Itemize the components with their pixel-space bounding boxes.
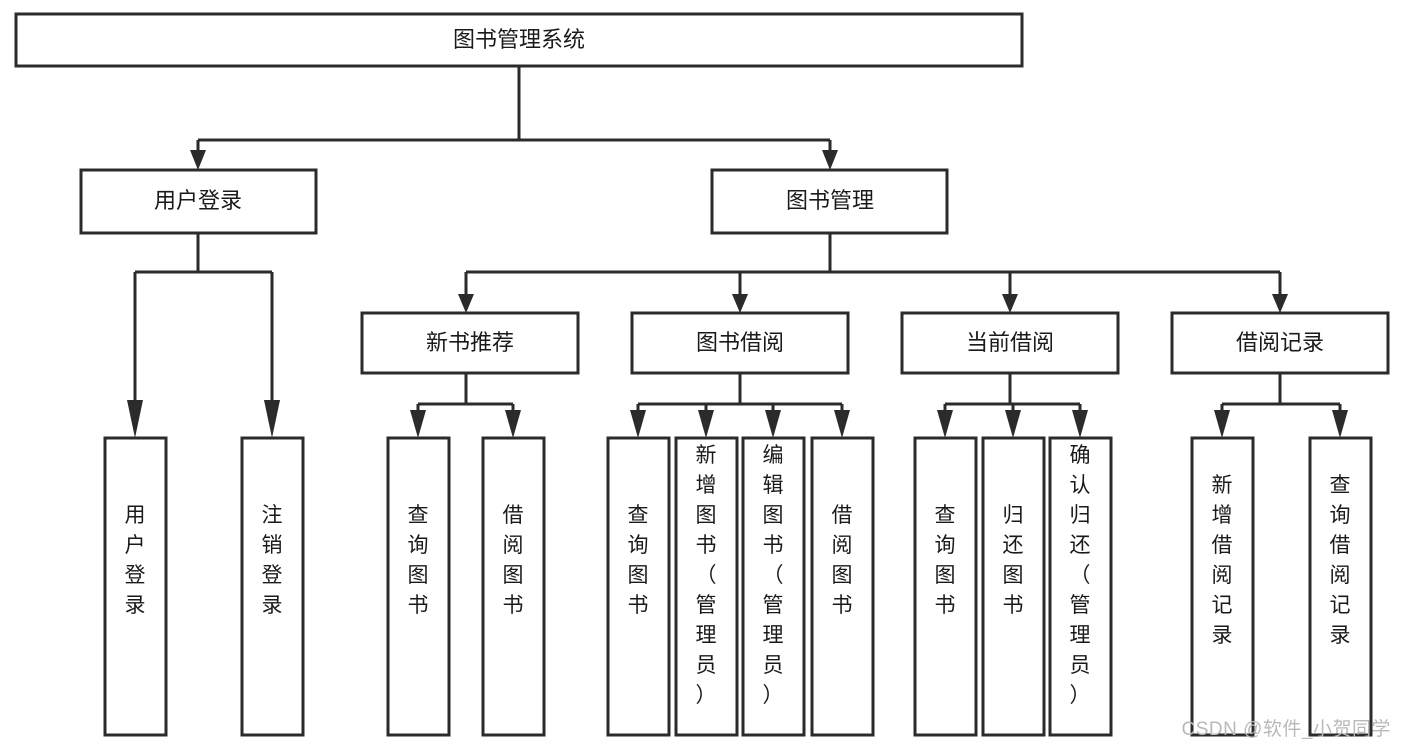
arrow-borrow-record: [1272, 294, 1288, 313]
arrow-leaf-query-record: [1332, 410, 1348, 438]
leaf-node[interactable]: 编辑图书（管理员）: [741, 436, 806, 737]
leaf-node[interactable]: 查询图书: [606, 436, 671, 737]
leaf-node[interactable]: 查询图书: [386, 436, 451, 737]
new-book-recommend-label: 新书推荐: [426, 330, 514, 355]
arrow-user-login: [190, 150, 206, 170]
leaf-node[interactable]: 注销登录: [240, 436, 305, 737]
arrow-leaf-user-login: [127, 400, 143, 438]
node-user-login[interactable]: 用户登录: [79, 168, 318, 235]
leaf-box[interactable]: [981, 436, 1046, 737]
leaf-label: 查询图书: [935, 504, 956, 617]
leaf-node[interactable]: 查询图书: [913, 436, 978, 737]
leaf-label: 查询图书: [628, 504, 649, 617]
new-book-recommend-box[interactable]: [360, 311, 580, 375]
arrow-leaf-query-book-3: [937, 410, 953, 438]
arrow-leaf-query-book-1: [410, 410, 426, 438]
leaf-label: 新增借阅记录: [1212, 474, 1233, 647]
leaf-label: 新增图书（管理员）: [696, 444, 717, 707]
leaf-box[interactable]: [1308, 436, 1373, 737]
connector-layer: [127, 66, 1348, 438]
arrow-leaf-add-book: [698, 410, 714, 438]
root-label: 图书管理系统: [453, 27, 585, 52]
leaf-box[interactable]: [1190, 436, 1255, 737]
node-book-borrow[interactable]: 图书借阅: [630, 311, 850, 375]
arrow-new-book-recommend: [458, 294, 474, 313]
current-borrow-label: 当前借阅: [966, 330, 1054, 355]
leaf-node[interactable]: 查询借阅记录: [1308, 436, 1373, 737]
arrow-book-borrow: [732, 294, 748, 313]
leaf-node[interactable]: 借阅图书: [481, 436, 546, 737]
csdn-watermark: CSDN @软件_小贺同学: [1181, 719, 1391, 740]
leaf-box[interactable]: [810, 436, 875, 737]
arrow-leaf-confirm-return: [1072, 410, 1088, 438]
leaf-label: 归还图书: [1003, 504, 1024, 617]
arrow-leaf-edit-book: [765, 410, 781, 438]
arrow-leaf-borrow-book-2: [834, 410, 850, 438]
arrow-current-borrow: [1002, 294, 1018, 313]
book-borrow-label: 图书借阅: [696, 330, 784, 355]
node-current-borrow[interactable]: 当前借阅: [900, 311, 1120, 375]
book-management-label: 图书管理: [786, 188, 874, 213]
leaf-label: 注销登录: [262, 504, 283, 617]
arrow-leaf-query-book-2: [630, 410, 646, 438]
leaf-label: 编辑图书（管理员）: [763, 444, 784, 707]
arrow-leaf-add-record: [1214, 410, 1230, 438]
leaf-node[interactable]: 确认归还（管理员）: [1048, 436, 1113, 737]
leaf-box[interactable]: [674, 436, 739, 737]
leaf-box[interactable]: [240, 436, 305, 737]
leaf-node[interactable]: 新增借阅记录: [1190, 436, 1255, 737]
leaf-label: 查询图书: [408, 504, 429, 617]
leaf-box[interactable]: [741, 436, 806, 737]
user-login-label: 用户登录: [154, 188, 242, 213]
leaf-box[interactable]: [606, 436, 671, 737]
root-box[interactable]: [14, 12, 1024, 68]
arrow-leaf-return-book: [1005, 410, 1021, 438]
user-login-box[interactable]: [79, 168, 318, 235]
leaf-box[interactable]: [386, 436, 451, 737]
arrow-book-management: [822, 150, 838, 170]
leaf-label: 借阅图书: [832, 504, 853, 617]
node-borrow-record[interactable]: 借阅记录: [1170, 311, 1390, 375]
node-new-book-recommend[interactable]: 新书推荐: [360, 311, 580, 375]
borrow-record-label: 借阅记录: [1236, 330, 1324, 355]
leaf-node[interactable]: 用户登录: [103, 436, 168, 737]
borrow-record-box[interactable]: [1170, 311, 1390, 375]
leaf-node[interactable]: 归还图书: [981, 436, 1046, 737]
leaf-node[interactable]: 借阅图书: [810, 436, 875, 737]
node-root[interactable]: 图书管理系统: [14, 12, 1024, 68]
leaf-node[interactable]: 新增图书（管理员）: [674, 436, 739, 737]
arrow-leaf-user-logout: [264, 400, 280, 438]
leaf-label: 用户登录: [125, 504, 146, 617]
leaf-label: 查询借阅记录: [1330, 474, 1351, 647]
node-book-management[interactable]: 图书管理: [710, 168, 949, 235]
leaf-box[interactable]: [913, 436, 978, 737]
current-borrow-box[interactable]: [900, 311, 1120, 375]
leaf-label: 确认归还（管理员）: [1070, 444, 1091, 707]
leaf-box[interactable]: [481, 436, 546, 737]
book-management-box[interactable]: [710, 168, 949, 235]
leaf-box[interactable]: [1048, 436, 1113, 737]
leaf-label: 借阅图书: [503, 504, 524, 617]
leaf-box[interactable]: [103, 436, 168, 737]
arrow-leaf-borrow-book-1: [505, 410, 521, 438]
book-borrow-box[interactable]: [630, 311, 850, 375]
